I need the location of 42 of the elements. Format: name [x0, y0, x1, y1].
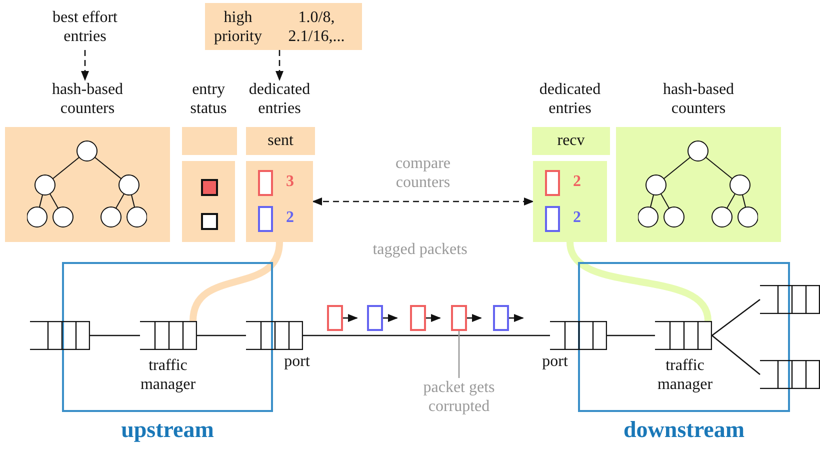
counter-value: 2 [573, 172, 581, 192]
packet-icon [367, 305, 383, 331]
connector-line [458, 331, 460, 378]
priority-panel [205, 3, 362, 50]
arrow [312, 198, 534, 206]
note-text: packet gets corrupted [422, 378, 496, 416]
note-text: tagged packets [372, 240, 468, 259]
entries-panel [533, 161, 607, 242]
arrow [276, 50, 284, 81]
connector-line [197, 334, 246, 336]
column-heading: hash-based counters [50, 80, 124, 119]
column-heading: dedicated entries [248, 80, 312, 119]
panel-text: high priority [213, 8, 263, 46]
node-caption: traffic manager [656, 356, 714, 394]
header-panel: sent [246, 127, 315, 155]
node-caption: port [283, 352, 311, 371]
switch-label: upstream [120, 417, 215, 443]
counter-value: 2 [573, 208, 581, 228]
packet-icon [410, 305, 426, 331]
note-text: best effort entries [51, 8, 118, 46]
header-panel: recv [532, 127, 610, 155]
packet-icon [493, 305, 509, 331]
column-heading: dedicated entries [538, 80, 602, 119]
link-curve [566, 241, 712, 322]
connector-line [607, 334, 655, 336]
switch-label: downstream [622, 417, 746, 443]
arrow [81, 50, 89, 81]
packet-icon [327, 305, 343, 331]
entries-panel [246, 161, 313, 242]
connector-line [90, 334, 140, 336]
connector-line [303, 334, 550, 336]
counter-value: 3 [286, 172, 294, 192]
column-heading: entry status [189, 80, 228, 119]
counter-value: 2 [286, 208, 294, 228]
status-panel [182, 161, 235, 242]
packet-icon [451, 305, 467, 331]
panel-text: 1.0/8, 2.1/16,... [287, 8, 346, 46]
connector-line [712, 298, 760, 336]
connector-line [712, 335, 760, 375]
node-caption: port [541, 352, 569, 371]
column-heading: hash-based counters [662, 80, 736, 119]
node-caption: traffic manager [139, 356, 197, 394]
